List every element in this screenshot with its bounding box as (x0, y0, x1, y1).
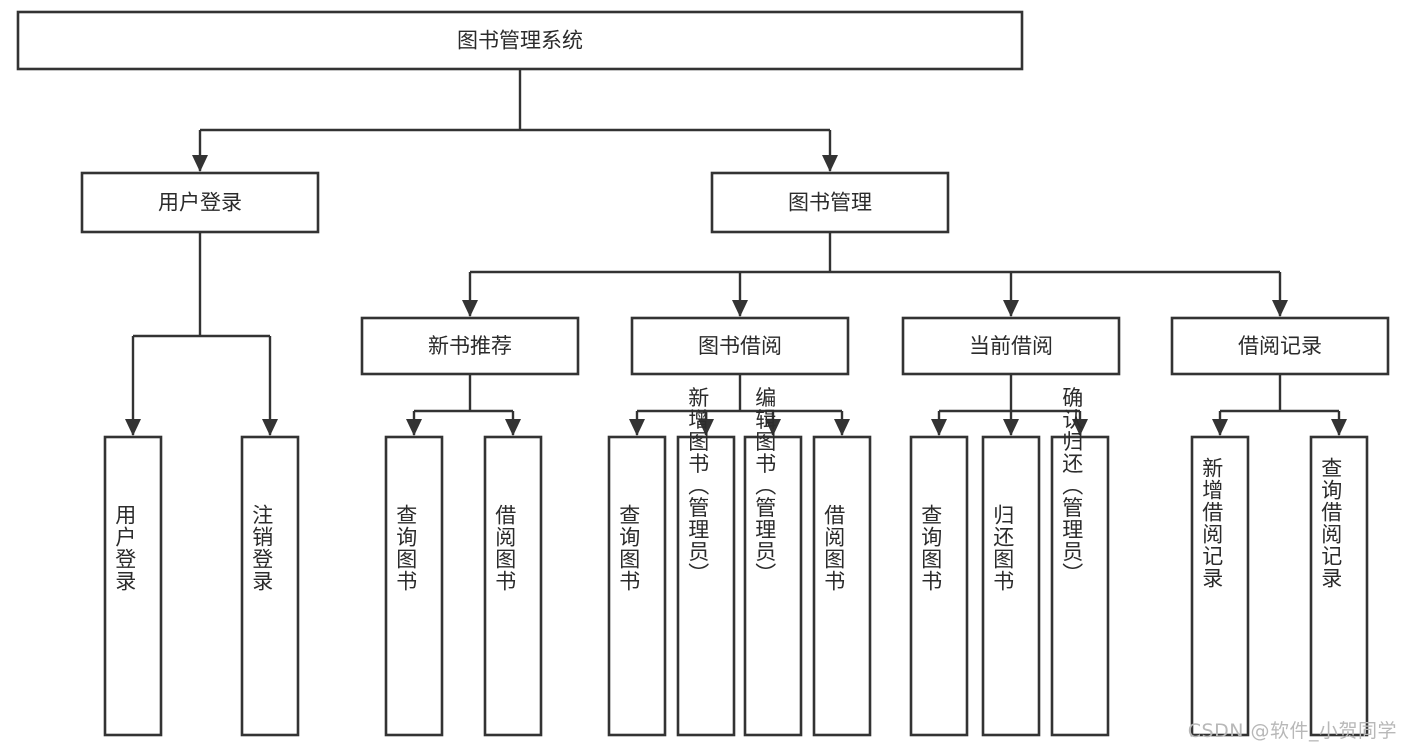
node-leaf-edit-book[interactable]: 编辑图书（管理员） (743, 387, 803, 737)
node-root-label: 图书管理系统 (457, 29, 583, 53)
arrow-head-icon (629, 419, 645, 436)
node-leaf-borrow-book[interactable]: 借阅图书 (812, 435, 872, 737)
arrow-head-icon (262, 419, 278, 436)
node-leaf-query-book-cur-box[interactable] (909, 435, 969, 737)
node-leaf-logout-login-box[interactable] (240, 435, 300, 737)
node-leaf-confirm-return[interactable]: 确认归还（管理员） (1050, 387, 1110, 737)
node-leaf-add-record-label: 新增借阅记录 (1200, 457, 1224, 589)
node-leaf-borrow-book-box[interactable] (812, 435, 872, 737)
node-leaf-logout-login[interactable]: 注销登录 (240, 435, 300, 737)
node-borrow-record-label: 借阅记录 (1238, 334, 1322, 358)
node-book-manage[interactable]: 图书管理 (710, 171, 950, 234)
node-user-login-box[interactable] (80, 171, 320, 234)
node-borrow-record-box[interactable] (1170, 316, 1390, 376)
node-leaf-query-book-rec-box[interactable] (384, 435, 444, 737)
node-current-borrow-label: 当前借阅 (969, 334, 1053, 358)
node-leaf-user-login[interactable]: 用户登录 (103, 435, 163, 737)
node-leaf-query-book-borrow-box[interactable] (607, 435, 667, 737)
node-book-borrow-box[interactable] (630, 316, 850, 376)
arrow-head-icon (505, 419, 521, 436)
arrow-head-icon (1331, 419, 1347, 436)
node-user-login[interactable]: 用户登录 (80, 171, 320, 234)
node-leaf-query-record-label: 查询借阅记录 (1319, 457, 1343, 589)
node-root[interactable]: 图书管理系统 (16, 10, 1024, 71)
node-leaf-edit-book-box[interactable] (743, 435, 803, 737)
node-new-book-recommend[interactable]: 新书推荐 (360, 316, 580, 376)
node-leaf-add-record[interactable]: 新增借阅记录 (1190, 435, 1250, 737)
arrow-head-icon (732, 300, 748, 317)
arrow-head-icon (1072, 419, 1088, 436)
arrow-head-icon (1212, 419, 1228, 436)
arrow-head-icon (822, 155, 838, 172)
node-leaf-borrow-book-rec[interactable]: 借阅图书 (483, 435, 543, 737)
arrow-head-icon (1003, 419, 1019, 436)
connectors-layer (125, 69, 1347, 436)
node-leaf-user-login-box[interactable] (103, 435, 163, 737)
node-book-borrow[interactable]: 图书借阅 (630, 316, 850, 376)
nodes-layer: 图书管理系统用户登录图书管理新书推荐图书借阅当前借阅借阅记录用户登录注销登录查询… (16, 10, 1390, 737)
arrow-head-icon (698, 419, 714, 436)
node-leaf-borrow-book-rec-box[interactable] (483, 435, 543, 737)
node-leaf-borrow-book-rec-label: 借阅图书 (493, 504, 517, 592)
arrow-head-icon (931, 419, 947, 436)
node-leaf-add-book[interactable]: 新增图书（管理员） (676, 387, 736, 737)
node-leaf-add-book-box[interactable] (676, 435, 736, 737)
node-leaf-borrow-book-label: 借阅图书 (822, 504, 846, 592)
node-leaf-query-record-box[interactable] (1309, 435, 1369, 737)
node-user-login-label: 用户登录 (158, 191, 242, 215)
node-leaf-query-book-rec[interactable]: 查询图书 (384, 435, 444, 737)
node-root-box[interactable] (16, 10, 1024, 71)
node-leaf-add-record-box[interactable] (1190, 435, 1250, 737)
node-leaf-return-book[interactable]: 归还图书 (981, 435, 1041, 737)
node-leaf-return-book-label: 归还图书 (991, 504, 1015, 592)
node-leaf-confirm-return-label: 确认归还（管理员） (1060, 387, 1084, 585)
node-current-borrow-box[interactable] (901, 316, 1121, 376)
arrow-head-icon (406, 419, 422, 436)
arrow-head-icon (1003, 300, 1019, 317)
node-leaf-add-book-label: 新增图书（管理员） (686, 387, 710, 585)
node-leaf-query-book-borrow[interactable]: 查询图书 (607, 435, 667, 737)
node-leaf-logout-login-label: 注销登录 (250, 504, 274, 592)
node-leaf-query-book-cur-label: 查询图书 (919, 504, 943, 592)
node-leaf-user-login-label: 用户登录 (113, 504, 137, 592)
node-current-borrow[interactable]: 当前借阅 (901, 316, 1121, 376)
arrow-head-icon (765, 419, 781, 436)
node-book-manage-label: 图书管理 (788, 191, 872, 215)
node-borrow-record[interactable]: 借阅记录 (1170, 316, 1390, 376)
node-leaf-query-record[interactable]: 查询借阅记录 (1309, 435, 1369, 737)
arrow-head-icon (192, 155, 208, 172)
arrow-head-icon (125, 419, 141, 436)
node-leaf-edit-book-label: 编辑图书（管理员） (753, 387, 777, 585)
node-leaf-query-book-rec-label: 查询图书 (394, 504, 418, 592)
node-leaf-query-book-cur[interactable]: 查询图书 (909, 435, 969, 737)
node-book-borrow-label: 图书借阅 (698, 334, 782, 358)
node-leaf-confirm-return-box[interactable] (1050, 435, 1110, 737)
node-leaf-query-book-borrow-label: 查询图书 (617, 504, 641, 592)
node-leaf-return-book-box[interactable] (981, 435, 1041, 737)
arrow-head-icon (1272, 300, 1288, 317)
arrow-head-icon (462, 300, 478, 317)
arrow-head-icon (834, 419, 850, 436)
node-book-manage-box[interactable] (710, 171, 950, 234)
node-new-book-recommend-label: 新书推荐 (428, 334, 512, 358)
node-new-book-recommend-box[interactable] (360, 316, 580, 376)
